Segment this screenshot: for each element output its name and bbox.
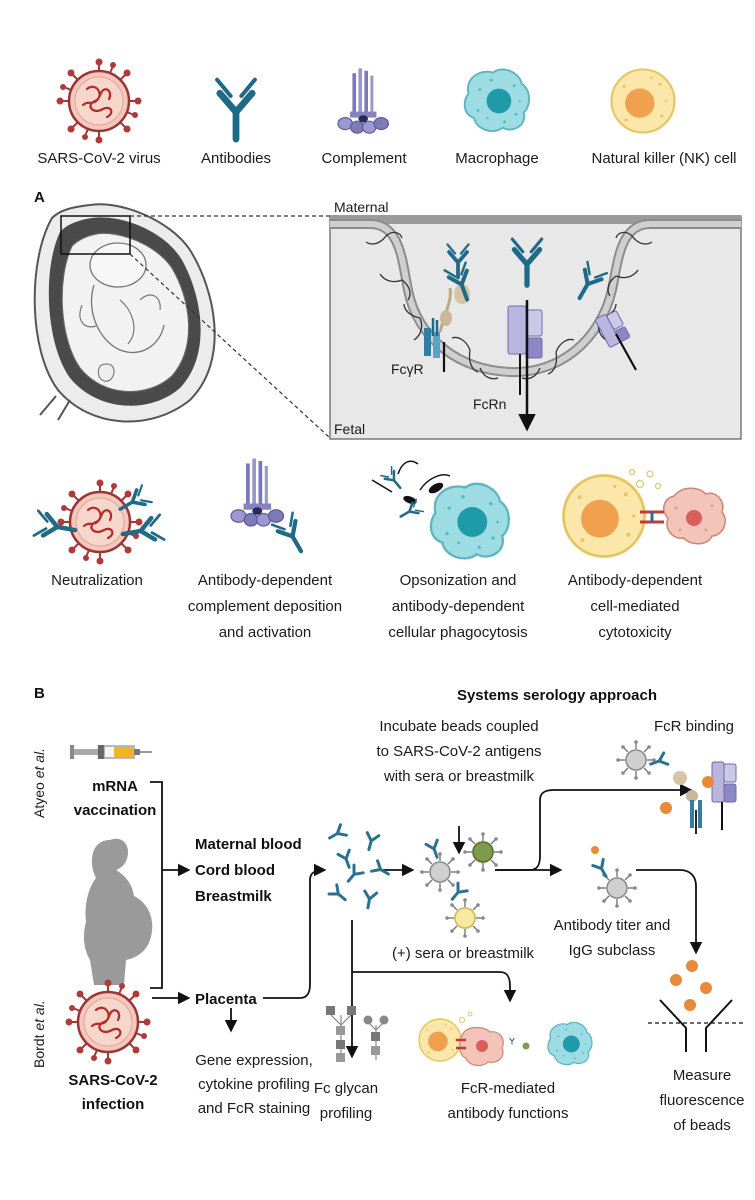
- legend-nk-label: Natural killer (NK) cell: [591, 150, 736, 167]
- titer-label-2: IgG subclass: [569, 942, 656, 959]
- function-label-adcc-1: Antibody-dependent: [568, 572, 703, 589]
- adcc-illustration: [562, 468, 726, 558]
- fcgr-label: FcγR: [391, 361, 424, 377]
- phagocytosis-illustration: [371, 460, 510, 560]
- bordt-label: Bordt et al.: [31, 1000, 47, 1068]
- glycan-label-1: Fc glycan: [314, 1080, 378, 1097]
- sample-breastmilk: Breastmilk: [195, 888, 272, 905]
- fetal-label: Fetal: [334, 421, 365, 437]
- gene-expression-label-3: and FcR staining: [198, 1100, 311, 1117]
- function-label-phagocytosis-1: Opsonization and: [400, 572, 517, 589]
- fcr-functions-label-2: antibody functions: [448, 1105, 569, 1122]
- infection-label-1: SARS-CoV-2: [68, 1072, 157, 1089]
- legend-virus-label: SARS-CoV-2 virus: [37, 150, 160, 167]
- function-label-complement-1: Antibody-dependent: [198, 572, 333, 589]
- function-label-phagocytosis-2: antibody-dependent: [392, 598, 525, 615]
- placenta-label: Placenta: [195, 991, 257, 1008]
- fcrn-label: FcRn: [473, 396, 506, 412]
- function-label-adcc-3: cytotoxicity: [598, 624, 672, 641]
- mrna-label-2: vaccination: [74, 802, 157, 819]
- legend-antibodies-label: Antibodies: [201, 150, 271, 167]
- plus-sera-label: (+) sera or breastmilk: [392, 945, 535, 962]
- function-label-adcc-2: cell-mediated: [590, 598, 679, 615]
- gene-expression-label-2: cytokine profiling: [198, 1076, 310, 1093]
- fc-glycan-illustration: [326, 1006, 389, 1062]
- pregnancy-illustration: [33, 203, 331, 439]
- macrophage-icon: [463, 68, 531, 133]
- legend-complement-label: Complement: [321, 150, 407, 167]
- neutralization-illustration: [34, 478, 164, 566]
- panel-a-label: A: [34, 189, 45, 206]
- incubate-label-3: with sera or breastmilk: [383, 768, 535, 785]
- titer-bead: [591, 846, 638, 909]
- legend: SARS-CoV-2 virus Antibodies Complement M…: [37, 57, 737, 167]
- measure-label-1: Measure: [673, 1067, 731, 1084]
- fcr-functions-illustration: [418, 1011, 593, 1067]
- measurement-funnel: [648, 960, 744, 1052]
- sample-maternal-blood: Maternal blood: [195, 836, 302, 853]
- legend-macrophage-label: Macrophage: [455, 150, 538, 167]
- antibody-icon: [215, 77, 257, 143]
- fcgr-receptor: [424, 263, 478, 372]
- fcr-binding-illustration: [615, 739, 737, 830]
- sample-cord-blood: Cord blood: [195, 862, 275, 879]
- zoom-box: [60, 215, 131, 255]
- titer-label-1: Antibody titer and: [554, 917, 671, 934]
- function-label-complement-2: complement deposition: [188, 598, 342, 615]
- function-label-complement-3: and activation: [219, 624, 312, 641]
- glycan-label-2: profiling: [320, 1105, 373, 1122]
- function-label-phagocytosis-3: cellular phagocytosis: [388, 624, 527, 641]
- measure-label-3: of beads: [673, 1117, 731, 1134]
- mrna-label-1: mRNA: [92, 778, 138, 795]
- incubate-label-1: Incubate beads coupled: [379, 718, 538, 735]
- complement-icon: [337, 67, 389, 134]
- syringe-icon: [70, 745, 152, 759]
- nk-cell-icon: [610, 68, 676, 134]
- panel-b-label: B: [34, 685, 45, 702]
- maternal-label: Maternal: [334, 199, 388, 215]
- function-label-neutralization: Neutralization: [51, 572, 143, 589]
- antibody-cluster: [325, 823, 393, 911]
- fcrn-receptor: [507, 239, 542, 432]
- fcr-functions-label-1: FcR-mediated: [461, 1080, 555, 1097]
- panel-b-title: Systems serology approach: [457, 687, 657, 704]
- infection-virus-icon: [64, 978, 152, 1066]
- gene-expression-label-1: Gene expression,: [195, 1052, 313, 1069]
- measure-label-2: fluorescence: [659, 1092, 744, 1109]
- coupled-beads: [419, 831, 504, 939]
- complement-activation-illustration: [230, 457, 311, 558]
- infection-label-2: infection: [82, 1096, 145, 1113]
- fcrn-receptor-2: [445, 242, 637, 371]
- atyeo-label: Atyeo et al.: [31, 748, 47, 818]
- fcr-binding-label: FcR binding: [654, 718, 734, 735]
- virus-icon: [55, 57, 143, 145]
- pregnant-woman-silhouette: [83, 838, 153, 985]
- incubate-label-2: to SARS-CoV-2 antigens: [376, 743, 541, 760]
- flow-connectors: [150, 781, 703, 1059]
- placenta-zoom-panel: Maternal Fetal FcγR FcRn: [329, 199, 742, 440]
- antibody-function-labels: Neutralization Antibody-dependent comple…: [51, 572, 703, 641]
